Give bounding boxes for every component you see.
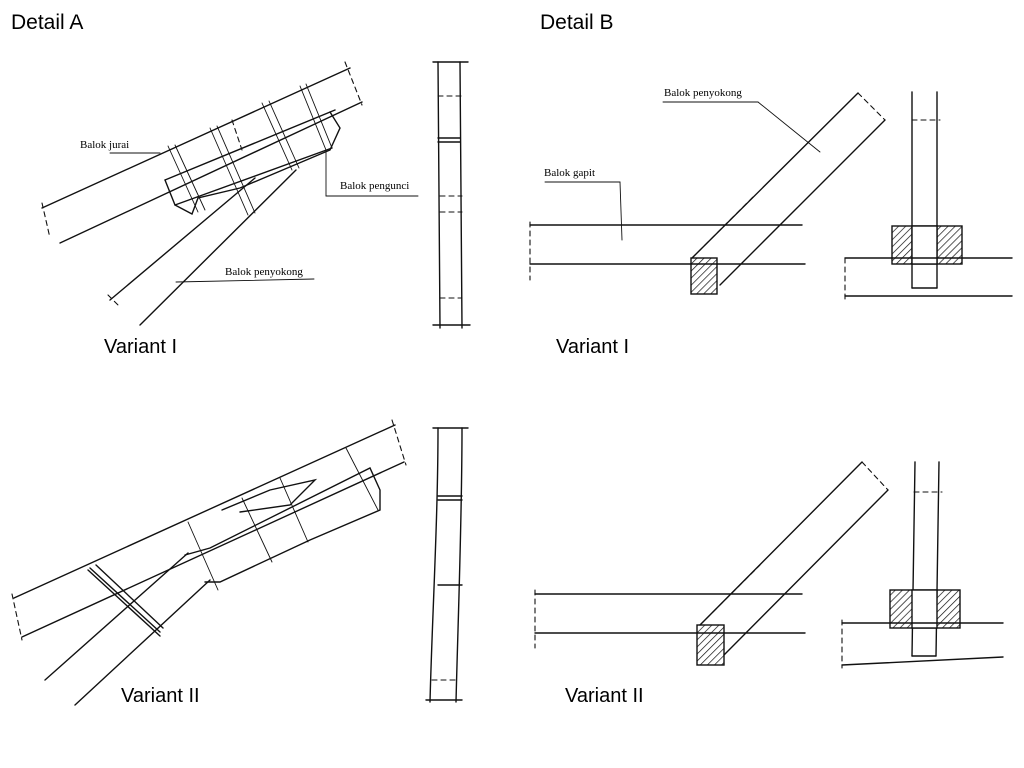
detail-b-variant-1-caption: Variant I [556, 336, 629, 358]
detail-a-variant-1-joint [41, 61, 419, 326]
balok-gapit-label: Balok gapit [544, 167, 596, 179]
balok-penyokong-label-a: Balok penyokong [225, 266, 303, 278]
balok-pengunci-label: Balok pengunci [340, 180, 410, 192]
detail-b-variant-2-joint [534, 461, 889, 666]
detail-a-variant-2-side-view [425, 427, 469, 703]
detail-b-variant-2-caption: Variant II [565, 685, 644, 707]
detail-b-variant-1-joint [529, 92, 886, 295]
detail-a-heading: Detail A [11, 11, 84, 34]
detail-b-heading: Detail B [540, 11, 614, 34]
detail-a-variant-1-caption: Variant I [104, 336, 177, 358]
detail-a-variant-1-side-view [432, 61, 471, 329]
detail-a-variant-2-caption: Variant II [121, 685, 200, 707]
detail-b-variant-2-side-view [841, 461, 1004, 669]
detail-b-variant-1-side-view [844, 91, 1013, 301]
balok-jurai-label: Balok jurai [80, 139, 130, 151]
detail-a-variant-2-joint [11, 419, 407, 706]
balok-penyokong-label-b: Balok penyokong [664, 87, 742, 99]
